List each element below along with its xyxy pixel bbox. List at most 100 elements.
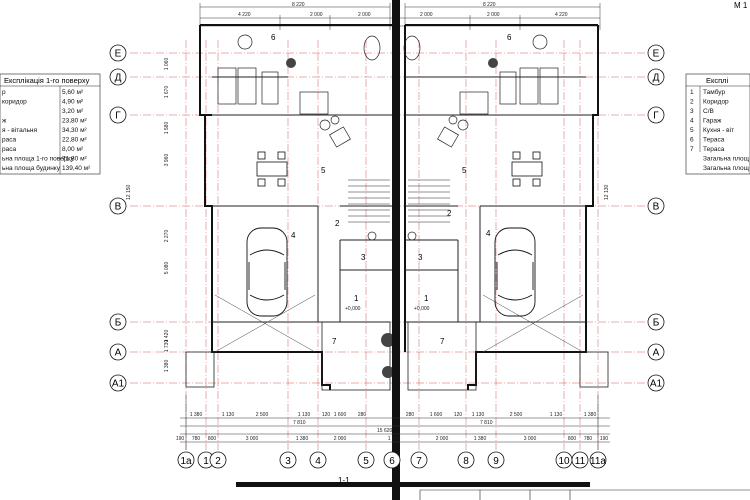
room-number-3-left: 3 <box>361 253 366 262</box>
room-number-6-left: 6 <box>271 33 276 42</box>
bath-fixtures-icon <box>217 34 559 241</box>
row-axis-label-left: Д <box>115 73 122 84</box>
bottom-dimensions <box>180 395 610 450</box>
column-axis-label: 4 <box>315 456 321 467</box>
room-number-4-left: 4 <box>291 231 296 240</box>
column-axis-label: 11 <box>575 456 586 467</box>
right-table-room-name: Кухня - віт <box>703 126 734 134</box>
room-number-7-left: 7 <box>332 337 337 346</box>
row-axis-bubble-left <box>109 313 127 331</box>
row-axis-label-right: Д <box>653 73 660 84</box>
right-table-room-name: Гараж <box>703 118 722 125</box>
row-axis-bubble-left <box>109 106 127 124</box>
left-table-room-name: я - вітальня <box>2 126 37 134</box>
room-number-1-right: 1 <box>424 294 429 303</box>
right-table-room-number: 7 <box>690 146 694 153</box>
bottom-axis-dimension: 800 <box>208 436 217 442</box>
column-axis-bubble <box>383 451 401 469</box>
room-number-2-right: 2 <box>447 209 452 218</box>
column-axis-label: 9 <box>493 456 499 467</box>
dim-right-total: 12 130 <box>604 184 610 200</box>
row-axis-label-left: А1 <box>112 379 125 390</box>
column-axis-bubble <box>457 451 475 469</box>
section-cut-line <box>236 482 590 487</box>
bottom-axis-dimension: 2 000 <box>436 436 449 442</box>
column-axis-label: 1а <box>180 456 192 467</box>
left-table-room-area: 22,80 м² <box>62 137 88 144</box>
bottom-axis-dimension: 780 <box>192 436 201 442</box>
left-explication-table <box>0 73 101 175</box>
column-axis-label: 6 <box>389 456 395 467</box>
bottom-axis-dimension: 190 <box>176 436 185 442</box>
dim-top-c-right: 2 000 <box>420 12 433 18</box>
right-table-title: Експлі <box>706 76 729 85</box>
left-table-room-name: ж <box>2 118 7 125</box>
room-number-3-right: 3 <box>418 253 423 262</box>
party-wall-divider <box>392 0 400 500</box>
bottom-axis-dimension: 3 000 <box>246 436 259 442</box>
bottom-axis-dimension: 800 <box>568 436 577 442</box>
left-dimension-part: 1 420 <box>164 330 170 343</box>
dim-left-total: 12 150 <box>126 184 132 200</box>
right-table-room-number: 1 <box>690 89 694 96</box>
bottom-dimension-part: 120 <box>322 412 331 418</box>
right-table-room-number: 5 <box>690 127 694 134</box>
dining-table-left-icon <box>256 151 288 187</box>
left-table-room-area: 3,20 м² <box>62 108 84 115</box>
left-table-title: Експлікація 1-го поверху <box>4 76 90 85</box>
title-block <box>419 489 750 500</box>
bottom-dimension-part: 2 500 <box>256 412 269 418</box>
bottom-axis-dimension: 2 000 <box>334 436 347 442</box>
right-table-room-number: 3 <box>690 108 694 115</box>
bottom-axis-dimension: 190 <box>600 436 609 442</box>
room-number-5-right: 5 <box>462 166 467 175</box>
bottom-axis-dimension: 1 140 <box>388 436 401 442</box>
bottom-dimension-part: 1 130 <box>472 412 485 418</box>
bottom-terraces <box>185 321 609 391</box>
column-axis-bubble <box>410 451 428 469</box>
column-axis-bubble <box>487 451 505 469</box>
bottom-dimension-part: 280 <box>358 412 367 418</box>
dim-top-total-left: 8 220 <box>292 2 305 8</box>
bottom-dimension-part: 1 600 <box>334 412 347 418</box>
row-axis-label-left: Е <box>115 49 122 60</box>
dim-top-c-left: 2 000 <box>358 12 371 18</box>
dining-table-right-icon <box>511 151 543 187</box>
row-axis-bubble-right <box>647 44 665 62</box>
row-axis-bubble-right <box>647 197 665 215</box>
column-axis-bubble <box>279 451 297 469</box>
left-dimension-part: 1 580 <box>164 122 170 135</box>
row-axis-bubble-right <box>647 374 665 392</box>
right-table-room-name: Тераса <box>703 146 725 153</box>
bottom-dimension-part: 1 380 <box>190 412 203 418</box>
room-number-4-right: 4 <box>486 229 491 238</box>
stairs-right-icon <box>408 179 450 223</box>
left-table-room-area: 34,30 м² <box>62 127 88 134</box>
bottom-axis-dimension: 3 000 <box>524 436 537 442</box>
right-table-room-number: 4 <box>690 118 694 125</box>
column-axis-bubble <box>571 451 589 469</box>
left-table-room-name: коридор <box>2 99 27 106</box>
dim-top-b-right: 2 000 <box>487 12 500 18</box>
room-number-7-right: 7 <box>440 337 445 346</box>
garage-diagonals <box>214 294 584 353</box>
inner-walls <box>212 76 593 323</box>
column-axis-bubble <box>357 451 375 469</box>
left-dimension-part: 1 730 <box>164 340 170 353</box>
left-table-room-area: 139,40 м² <box>62 165 91 172</box>
row-axis-label-right: Б <box>653 318 660 329</box>
row-axis-label-right: Е <box>653 49 660 60</box>
bottom-dimension-part: 120 <box>454 412 463 418</box>
bottom-dimension-part: 2 500 <box>510 412 523 418</box>
level-mark-right: +0,000 <box>414 306 430 312</box>
car-right-icon <box>494 227 536 317</box>
living-furniture-left-icon <box>299 91 351 148</box>
row-axis-bubble-right <box>647 106 665 124</box>
room-number-5-left: 5 <box>321 166 326 175</box>
stairs-left-icon <box>348 179 390 223</box>
column-axis-label: 1 <box>203 456 209 467</box>
